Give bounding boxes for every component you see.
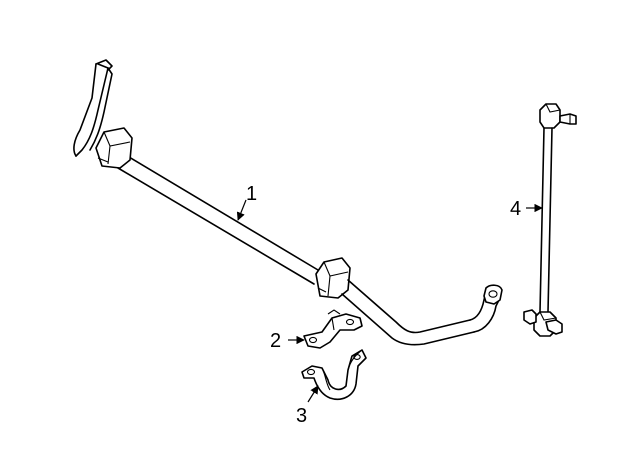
callout-labels: 1 2 3 4 <box>246 183 521 427</box>
callout-3[interactable]: 3 <box>296 405 307 427</box>
bushing-clamp[interactable] <box>301 349 367 400</box>
leader-1 <box>236 199 247 221</box>
stabilizer-link[interactable] <box>523 103 577 337</box>
callout-1[interactable]: 1 <box>246 183 257 205</box>
callout-leaders <box>236 199 543 403</box>
bushing-bracket[interactable] <box>303 309 363 349</box>
callout-2[interactable]: 2 <box>270 330 281 352</box>
leader-3 <box>307 385 319 403</box>
callout-4[interactable]: 4 <box>510 198 521 220</box>
stabilizer-bar[interactable] <box>73 59 503 346</box>
